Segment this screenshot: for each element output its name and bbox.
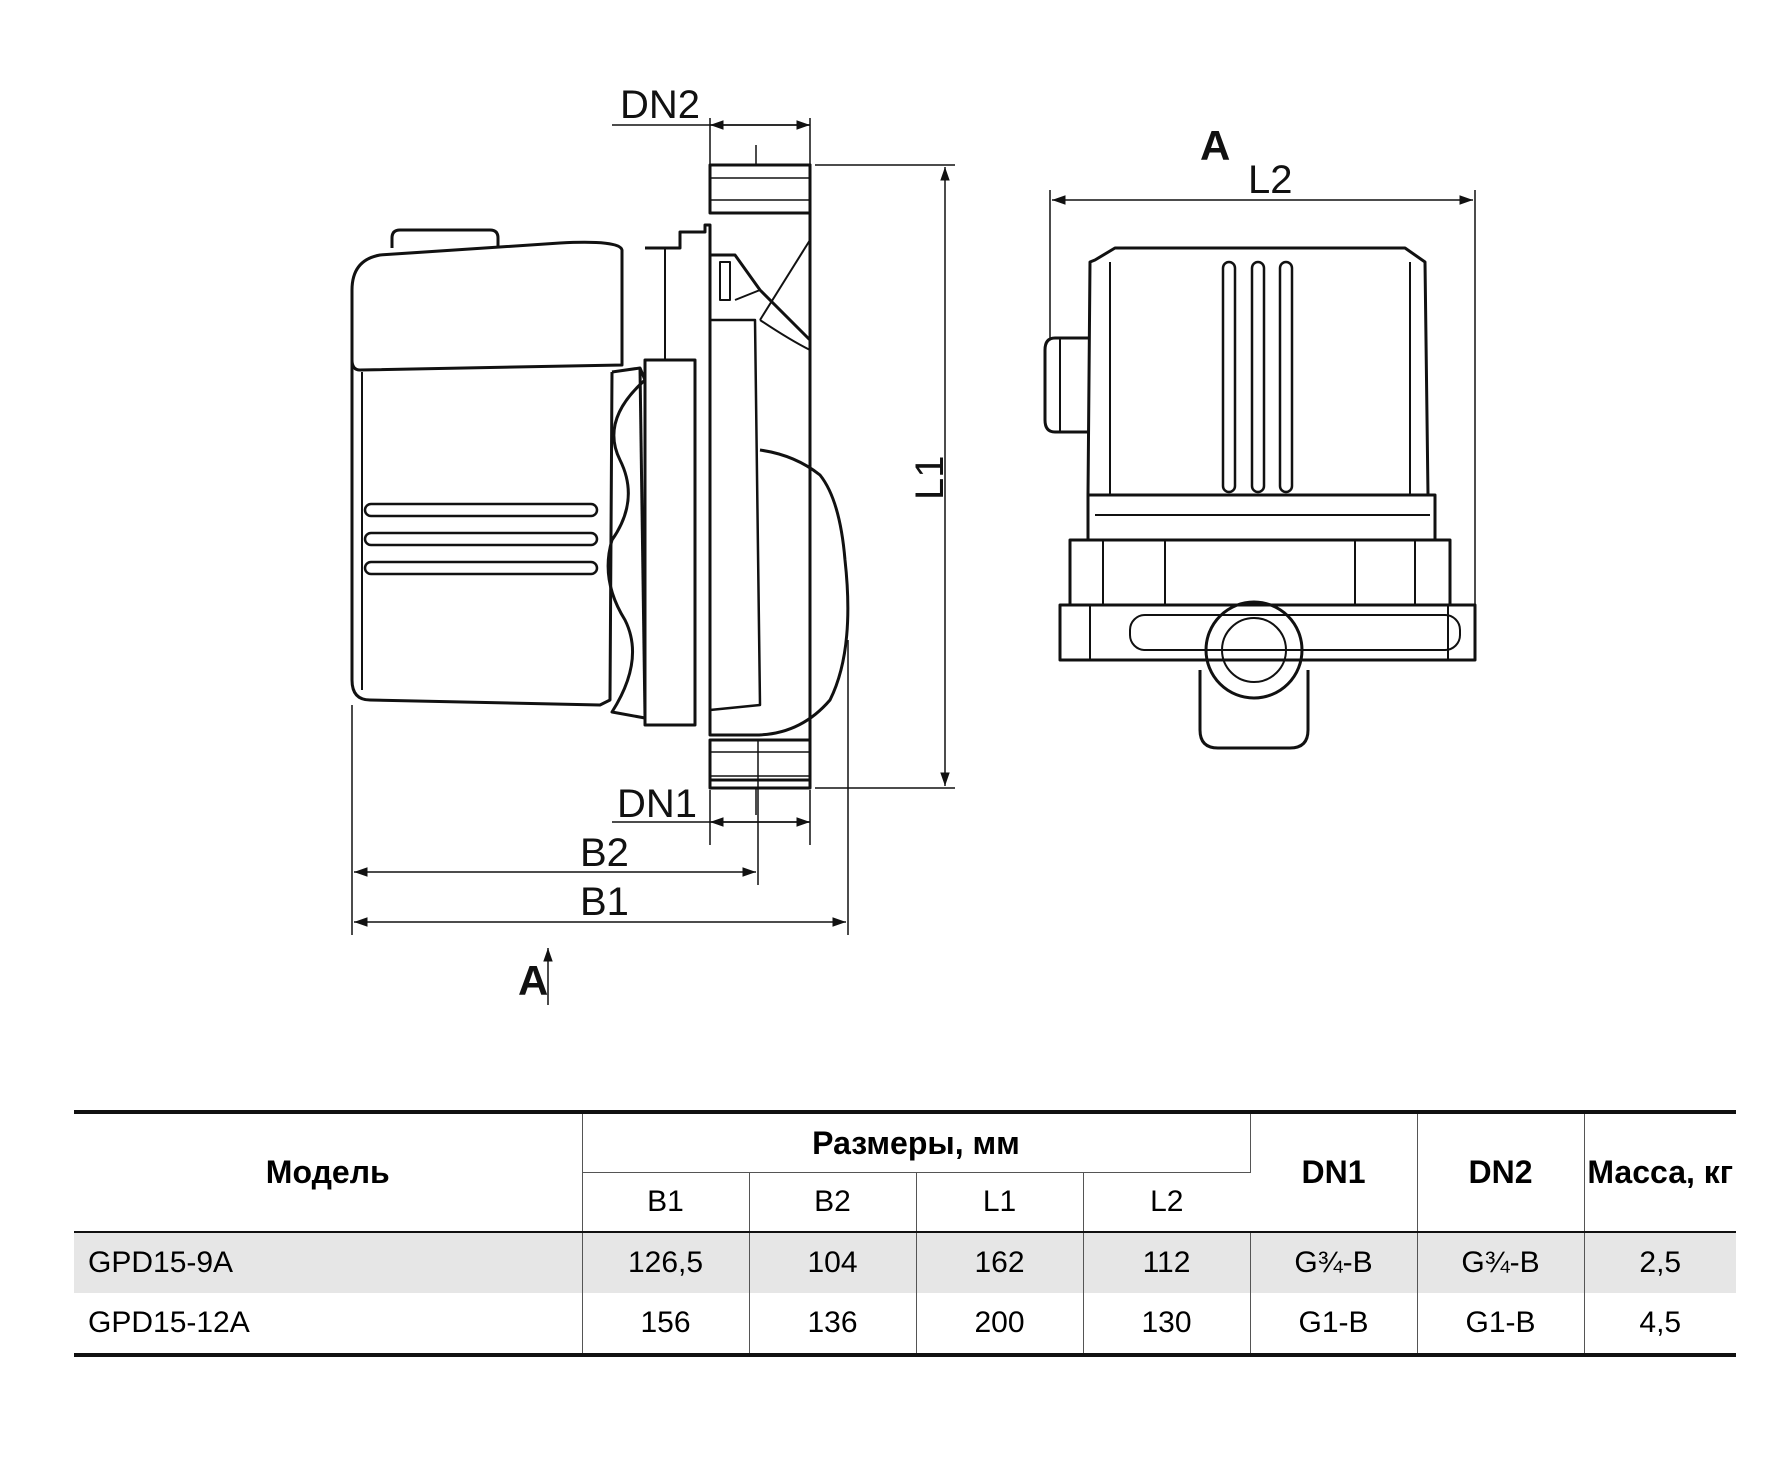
cell-dn1: G¾-B <box>1250 1232 1418 1293</box>
header-mass: Масса, кг <box>1587 1154 1734 1190</box>
side-dimension-labels: DN2 L1 DN1 B2 B1 A <box>518 83 952 1004</box>
cell-dn2: G¾-B <box>1417 1232 1585 1293</box>
pump-dimension-drawing: DN2 L1 DN1 B2 B1 A <box>350 83 1477 1005</box>
cell-l2: 130 <box>1083 1293 1251 1355</box>
view-mark-a-top: A <box>1200 122 1230 169</box>
header-dimensions: Размеры, мм <box>582 1112 1251 1173</box>
dim-label-l2: L2 <box>1248 158 1293 202</box>
cooling-slots <box>363 502 599 576</box>
front-dimension-labels: A L2 <box>1200 122 1293 202</box>
header-dn1: DN1 <box>1250 1112 1418 1232</box>
cell-b2: 136 <box>749 1293 917 1355</box>
cell-mass: 4,5 <box>1639 1306 1682 1339</box>
cell-l1: 200 <box>916 1293 1084 1355</box>
header-model: Модель <box>74 1112 583 1232</box>
header-b2: B2 <box>749 1172 917 1232</box>
specifications-table: Модель Размеры, мм DN1 DN2 Масса, кг B1 … <box>74 1110 1736 1357</box>
cell-l2: 112 <box>1083 1232 1251 1293</box>
side-dimensions <box>351 118 955 1005</box>
dim-label-l1: L1 <box>908 456 952 501</box>
table-row: GPD15-9A 126,5 104 162 112 G¾-B G¾-B 2,5 <box>74 1232 1736 1293</box>
cell-mass: 2,5 <box>1584 1232 1736 1293</box>
header-b1: B1 <box>582 1172 750 1232</box>
header-l2: L2 <box>1150 1185 1184 1218</box>
cell-model: GPD15-9A <box>74 1232 583 1293</box>
cell-b1: 126,5 <box>582 1232 750 1293</box>
cell-b1: 156 <box>582 1293 750 1355</box>
front-dimensions <box>1049 190 1476 605</box>
table-row: GPD15-12A 156 136 200 130 G1-B G1-B 4,5 <box>74 1293 1736 1355</box>
cell-dn2: G1-B <box>1417 1293 1585 1355</box>
cell-model: GPD15-12A <box>74 1293 583 1355</box>
front-view <box>1043 246 1477 750</box>
cell-l1: 162 <box>916 1232 1084 1293</box>
cell-dn1: G1-B <box>1250 1293 1418 1355</box>
dim-label-b2: B2 <box>580 831 629 875</box>
dim-label-b1: B1 <box>580 880 629 924</box>
dim-label-dn1: DN1 <box>617 782 697 826</box>
header-dn2: DN2 <box>1417 1112 1585 1232</box>
dim-label-dn2: DN2 <box>620 83 700 127</box>
cell-b2: 104 <box>749 1232 917 1293</box>
view-mark-a-bottom: A <box>518 957 548 1004</box>
header-l1: L1 <box>916 1172 1084 1232</box>
side-view <box>350 145 850 815</box>
